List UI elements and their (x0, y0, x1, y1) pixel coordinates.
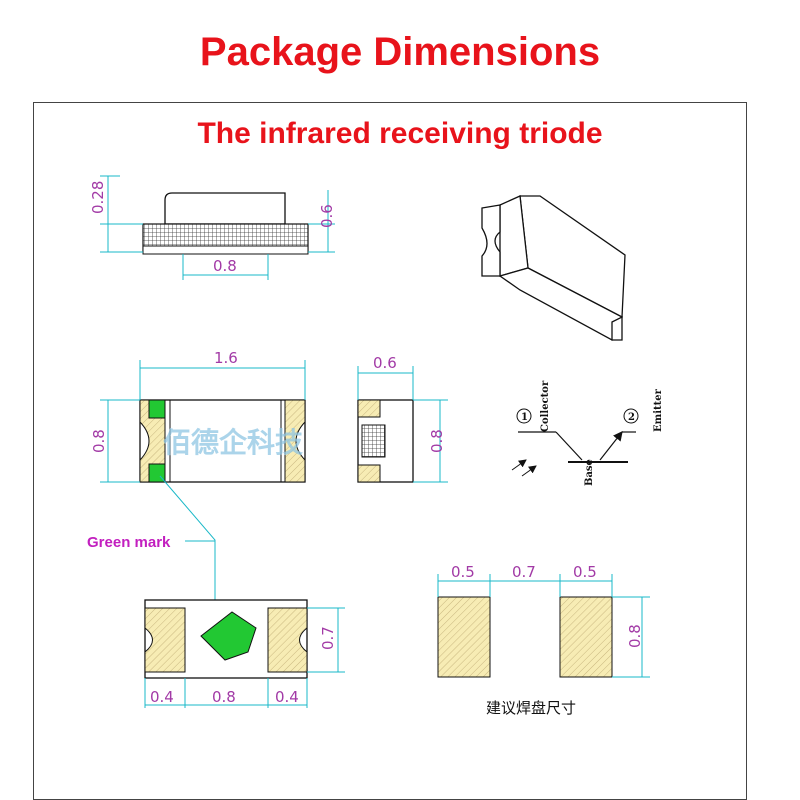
collector-line (555, 431, 583, 461)
light-arrow (521, 465, 537, 477)
top-view-body (139, 399, 306, 483)
dim-side-height-top: 0.28 (89, 181, 107, 214)
iso-terminal (481, 204, 501, 277)
dim-pad-gap: 0.7 (512, 563, 536, 581)
dim-side-height-total: 0.6 (318, 204, 336, 228)
side-view-lens (164, 192, 286, 225)
page-title: Package Dimensions (199, 30, 601, 74)
dim-bottom-center: 0.8 (212, 688, 236, 706)
dim-top-width: 0.8 (90, 429, 108, 453)
dim-pad-right: 0.5 (573, 563, 597, 581)
dim-top-length: 1.6 (214, 349, 238, 367)
top-view: 佰德企科技 1.6 0.8 (90, 349, 306, 483)
end-view-base (361, 424, 386, 458)
light-arrow (511, 459, 527, 471)
green-mark-top (148, 399, 166, 419)
bottom-right-pad (267, 607, 308, 673)
pin1-number: 1 (521, 412, 528, 423)
drawing-subtitle: The infrared receiving triode (197, 117, 603, 150)
pin1-label: Collector (540, 380, 551, 432)
bottom-view: 0.4 0.8 0.4 0.7 (144, 599, 345, 708)
iso-terminal-end (611, 315, 623, 341)
dim-pad-left: 0.5 (451, 563, 475, 581)
pin2-label: Emitter (653, 388, 664, 432)
transistor-symbol: 1 Collector 2 Emitter Base (511, 380, 664, 486)
green-mark-polarity (200, 611, 257, 661)
dim-pad-height: 0.8 (626, 624, 644, 648)
dim-bottom-pad-right: 0.4 (275, 688, 299, 706)
dim-bottom-pad-left: 0.4 (150, 688, 174, 706)
watermark: 佰德企科技 (163, 426, 303, 459)
green-mark-leader (159, 475, 216, 608)
pad-layout-caption: 建议焊盘尺寸 (486, 699, 576, 717)
pin2-circle (623, 408, 639, 424)
dim-end-width: 0.6 (373, 354, 397, 372)
dim-end-height: 0.8 (428, 429, 446, 453)
pad-left (437, 596, 491, 678)
end-view-pad-top (357, 399, 381, 418)
recommended-pad-layout: 0.5 0.7 0.5 0.8 建议焊盘尺寸 (437, 563, 650, 717)
dim-bottom-height: 0.7 (319, 626, 337, 650)
side-view: 0.28 0.6 0.8 (89, 175, 336, 280)
end-view-pad-bottom (357, 464, 381, 483)
green-mark-label: Green mark (87, 534, 171, 551)
dim-side-bottom-pad: 0.8 (213, 257, 237, 275)
pad-right (559, 596, 613, 678)
end-view: 0.6 0.8 (357, 354, 448, 483)
bottom-left-pad (144, 607, 186, 673)
isometric-view (481, 195, 626, 341)
emitter-line (599, 431, 623, 461)
base-label: Base (584, 459, 595, 486)
pin1-circle (516, 408, 532, 424)
top-view-right-pad (284, 399, 306, 483)
green-mark-callout: Green mark (87, 475, 216, 608)
pin2-number: 2 (628, 412, 635, 423)
side-view-underside (142, 245, 309, 255)
